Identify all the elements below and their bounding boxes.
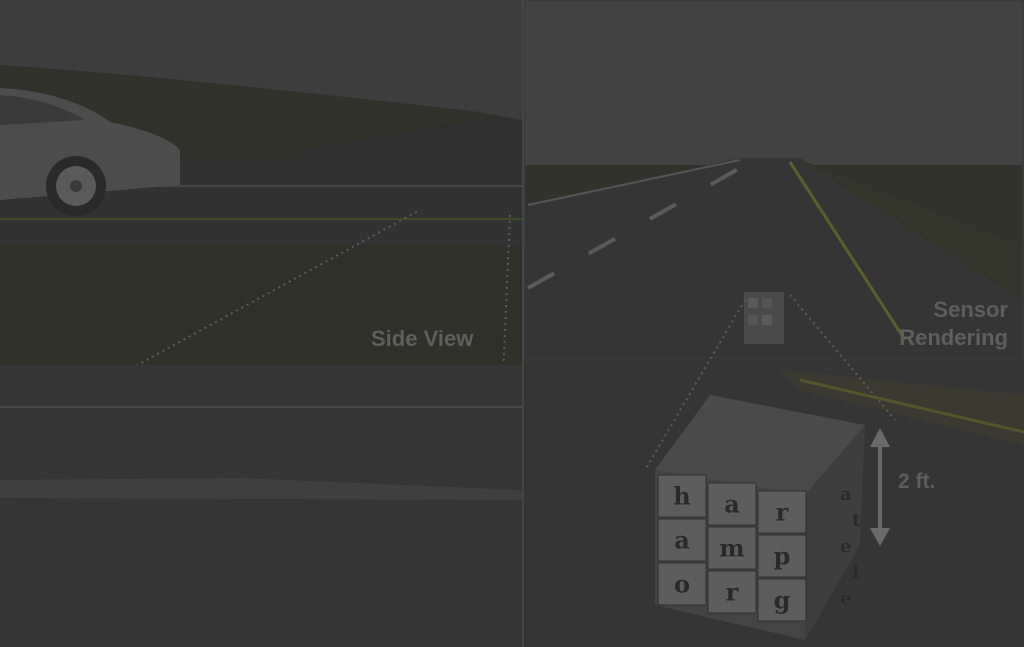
scale-arrow-icon [870, 428, 890, 546]
cube-tile [707, 526, 757, 570]
side-view-panel [0, 0, 522, 446]
sensor-label-line2: Rendering [899, 325, 1008, 350]
sensor-rendering-label: Sensor Rendering [899, 296, 1008, 352]
cube-side-letter: t [852, 510, 861, 531]
sensor-label-line1: Sensor [933, 297, 1008, 322]
cube-tile [707, 570, 757, 614]
cube-tile [657, 562, 707, 606]
lower-left-road [0, 365, 522, 647]
cube-letter: a [724, 489, 740, 518]
cube-letter: m [719, 533, 744, 562]
side-grass [0, 245, 522, 365]
car-model [0, 88, 180, 216]
cube-letter: r [776, 497, 789, 526]
cube-side-letter: e [840, 536, 851, 557]
cube-letter: a [674, 525, 690, 554]
cube-letter: g [774, 585, 791, 614]
sensor-road [525, 158, 1022, 357]
cube-tile [657, 474, 707, 518]
sensor-rendering-view [525, 1, 1022, 357]
cube-letter: h [673, 481, 690, 510]
cube-side-letter: l [852, 562, 859, 583]
cube-tile [757, 578, 807, 622]
cube-letter: p [774, 541, 791, 570]
side-view-label: Side View [371, 326, 474, 351]
cube-tile [757, 490, 807, 534]
cube-letter: r [726, 577, 739, 606]
cube-tile [757, 534, 807, 578]
cube-tile [707, 482, 757, 526]
cube-side-letter: e [840, 588, 851, 609]
cube-tile [657, 518, 707, 562]
cube-side-letter: a [840, 484, 852, 505]
cube-letter: o [674, 569, 690, 598]
cube-size-label: 2 ft. [898, 470, 936, 493]
